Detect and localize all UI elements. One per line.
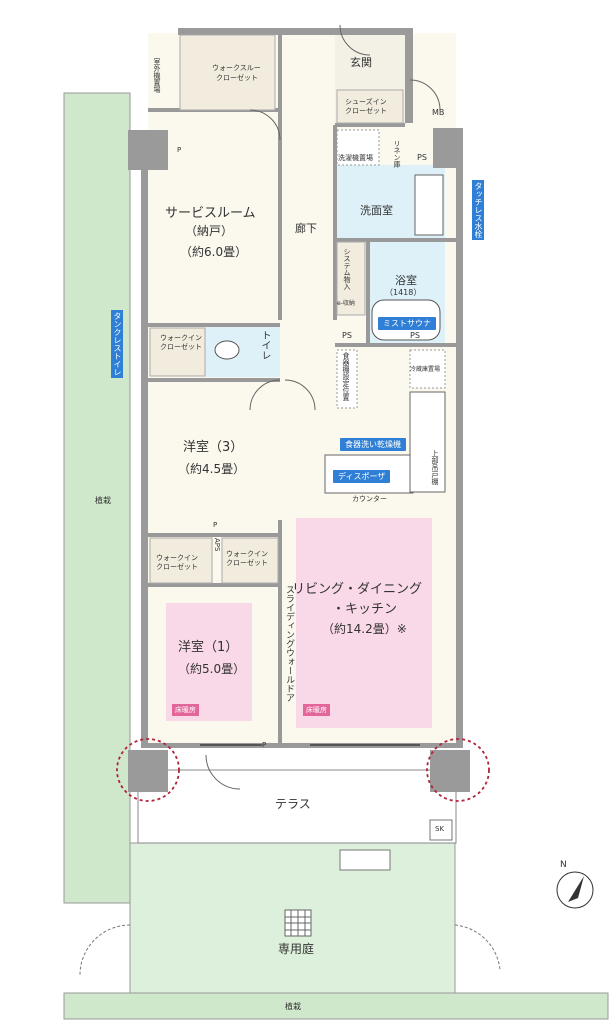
left-planting [63, 92, 131, 904]
ldk-floor [296, 518, 432, 728]
ldk-area: （約14.2畳）※ [322, 622, 407, 636]
upper-cabinet-label: 上部吊戸棚 [431, 450, 439, 485]
sk-label: SK [435, 825, 445, 833]
p-label-2: P [262, 741, 267, 749]
column-highlight-right [426, 738, 490, 802]
western1-floor-heating-tag: 床暖房 [172, 704, 199, 716]
column-tl [128, 130, 168, 170]
service-wic-label-2: クローゼット [160, 343, 202, 351]
p-label-3: P [213, 521, 218, 529]
column-tr [433, 128, 463, 168]
disposer-badge: ディスポーザ [333, 470, 391, 483]
washbasin [414, 174, 444, 236]
western3-wic-label-2: クローゼット [226, 559, 268, 567]
bath-label: 浴室 [395, 274, 417, 287]
left-planting-label: 植栽 [95, 496, 111, 505]
sk-sink [429, 819, 453, 841]
walk-through-label-2: クローゼット [216, 74, 258, 82]
linen-label: リネン庫 [393, 140, 401, 168]
entrance-label: 玄関 [350, 56, 372, 69]
laundry-space [336, 129, 380, 166]
ldk-name-2: ・キッチン [332, 602, 398, 617]
shoes-in-closet [336, 89, 404, 124]
garden-gate-right [454, 924, 501, 971]
wall-left [141, 130, 148, 745]
fridge-space [409, 349, 446, 389]
tankless-faucet-badge: タッチレス水栓 [472, 180, 484, 240]
terrace-label: テラス [275, 797, 311, 811]
ldk-floor-heating-tag: 床暖房 [303, 704, 330, 716]
system-storage-label: システム物入 [343, 248, 351, 290]
ldk-name-1: リビング・ダイニング [292, 582, 423, 597]
column-bl [128, 750, 168, 792]
mb-label: MB [432, 108, 445, 117]
wall-entrance-right [405, 28, 413, 123]
column-highlight-left [116, 738, 180, 802]
terrace-area [137, 769, 457, 844]
compass-needle-icon [568, 876, 584, 902]
kitchen-stove-counter [409, 391, 446, 493]
toilet-label: トイレ [259, 330, 270, 360]
bottom-planting-label: 植栽 [285, 1002, 301, 1011]
western3-wic-label-1: ウォークイン [226, 550, 268, 558]
service-room-sub: （納戸） [185, 224, 234, 238]
washroom-label: 洗面室 [360, 204, 393, 217]
western3-wic [221, 537, 279, 584]
service-wic [149, 327, 206, 377]
garden-grate-lines [285, 910, 311, 936]
service-wic-label-1: ウォークイン [160, 334, 202, 342]
shoes-in-label-1: シューズイン [345, 98, 387, 106]
mist-sauna-badge: ミストサウナ [378, 317, 436, 330]
sliding-door-label: スライディングウォールドア [284, 585, 294, 702]
walk-through-closet [179, 34, 276, 111]
corridor-label: 廊下 [295, 222, 317, 235]
counter-label: カウンター [352, 495, 387, 503]
toilet-bowl [214, 340, 240, 360]
dish-storage-label: 食器棚設定位置 [342, 352, 350, 401]
western3-name: 洋室（3） [183, 440, 244, 455]
bottom-planting [63, 992, 609, 1020]
e-storage-label: e-収納 [337, 300, 355, 307]
service-room-area: （約6.0畳） [180, 245, 248, 259]
dish-storage-space [336, 349, 358, 409]
ps-label-2: PS [342, 331, 352, 340]
p-label-1: P [177, 146, 182, 154]
partitions [148, 33, 456, 745]
door-swings [205, 24, 441, 790]
garden-gate-left [79, 924, 131, 976]
garden-label: 専用庭 [278, 942, 315, 956]
fridge-label: 冷蔵庫置場 [410, 366, 441, 373]
service-room-name: サービスルーム [165, 206, 256, 221]
walk-through-label-1: ウォークスルー [212, 64, 261, 72]
wall-bottom [141, 743, 463, 748]
column-br [430, 750, 470, 792]
compass [556, 871, 594, 909]
western1-area: （約5.0畳） [178, 662, 246, 676]
western1-wic-label-1: ウォークイン [156, 554, 198, 562]
north-label: N [560, 860, 567, 870]
aps-label: APS [213, 538, 221, 552]
ps-label-1: PS [417, 153, 427, 162]
western1-floor [166, 603, 252, 721]
wall-top [178, 28, 413, 35]
tankless-toilet-badge: タンクレストイレ [111, 310, 123, 378]
dishwasher-badge: 食器洗い乾燥機 [340, 438, 406, 451]
terrace-step [339, 849, 391, 871]
shoes-in-label-2: クローゼット [345, 107, 387, 115]
western1-wic-label-2: クローゼット [156, 563, 198, 571]
ac-unit-label: 室外機置場 [153, 58, 161, 93]
western1-wic [149, 537, 213, 584]
ps-label-3: PS [410, 331, 420, 340]
bath-size: （1418） [385, 288, 422, 297]
western3-area: （約4.5畳） [178, 462, 246, 476]
western1-name: 洋室（1） [178, 640, 239, 655]
wall-right [456, 165, 463, 745]
laundry-label: 洗濯機置場 [338, 154, 373, 162]
system-storage [336, 241, 366, 316]
